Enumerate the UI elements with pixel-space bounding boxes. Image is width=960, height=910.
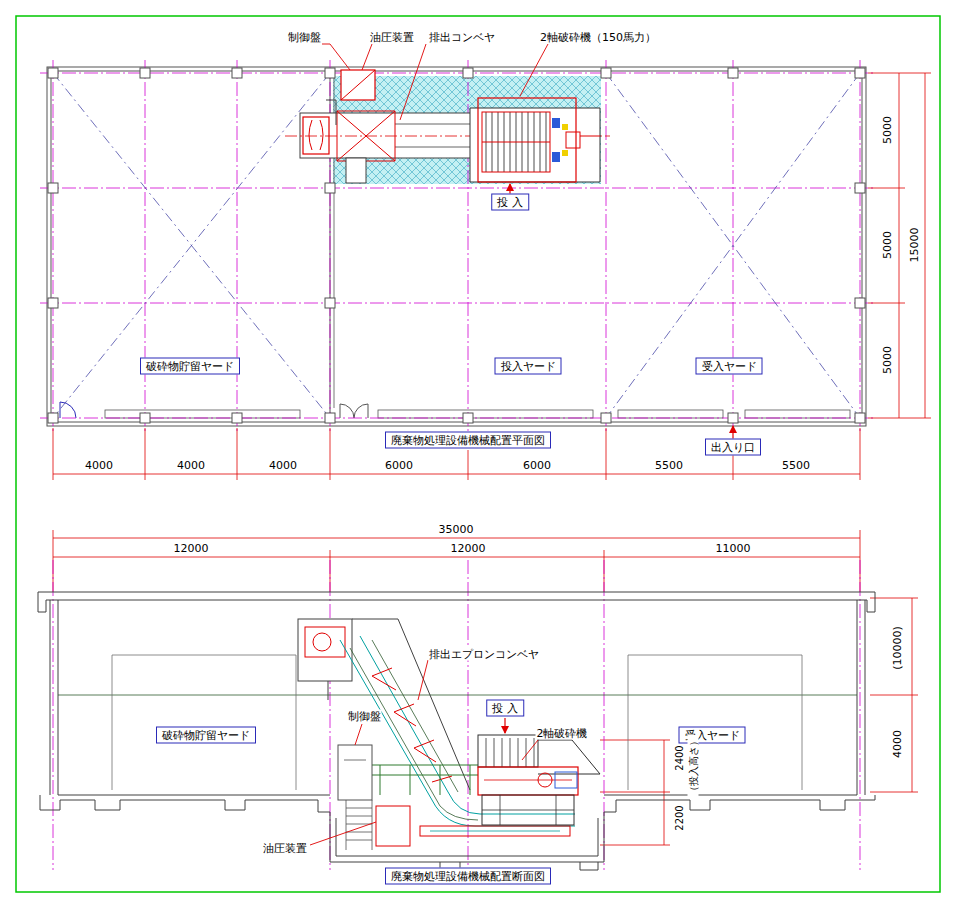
dimension: 6000: [522, 459, 552, 472]
plan-view: [40, 44, 931, 480]
yard-label: 破砕物貯留ヤード: [140, 358, 240, 375]
box-text: 受入ヤード: [702, 360, 757, 373]
dimension: 12000: [173, 542, 210, 555]
part-label: 油圧装置: [262, 842, 308, 855]
dimension: 2400: [674, 744, 685, 771]
box-text: 破砕物貯留ヤード: [162, 729, 250, 742]
dimension: 4000: [891, 729, 904, 759]
dimension: 35000: [438, 523, 475, 536]
dimension-note: （投入高さ）: [688, 735, 699, 797]
dimension: 5000: [881, 115, 894, 145]
section-view: [38, 530, 918, 870]
box-text: 廃棄物処理設備機械配置平面図: [391, 434, 545, 447]
part-label: 2軸破砕機（150馬力）: [539, 31, 657, 44]
part-label: 2軸破砕機: [536, 727, 589, 740]
box-text: 破砕物貯留ヤード: [146, 360, 234, 373]
part-label: 排出エプロンコンベヤ: [428, 648, 540, 661]
box-text: 投 入: [497, 196, 523, 209]
sheet-frame: [16, 16, 940, 892]
part-label: 制御盤: [347, 710, 382, 723]
box-text: 投 入: [492, 702, 518, 715]
dimension: 5000: [881, 230, 894, 260]
yard-label: 投入ヤード: [495, 358, 562, 375]
dimension: 4000: [268, 459, 298, 472]
part-label: 油圧装置: [369, 31, 415, 44]
dimension: 12000: [450, 542, 487, 555]
dimension: 5500: [654, 459, 684, 472]
box-text: 投入ヤード: [501, 360, 556, 373]
yard-label: 受入ヤード: [696, 358, 763, 375]
input-tag: 投 入: [491, 194, 529, 211]
dimension: 15000: [908, 227, 921, 264]
part-label: 制御盤: [287, 31, 322, 44]
entrance-label: 出入り口: [705, 439, 761, 456]
drawing-title: 廃棄物処理設備機械配置断面図: [385, 868, 551, 885]
dimension: (10000): [891, 625, 904, 671]
dimension: 4000: [84, 459, 114, 472]
box-text: 廃棄物処理設備機械配置断面図: [391, 870, 545, 883]
input-tag: 投 入: [486, 700, 524, 717]
drawing-title: 廃棄物処理設備機械配置平面図: [385, 432, 551, 449]
dimension: 11000: [715, 542, 752, 555]
yard-label: 破砕物貯留ヤード: [156, 727, 256, 744]
box-text: 出入り口: [711, 441, 755, 454]
dimension: 6000: [384, 459, 414, 472]
dimension: 2200: [674, 804, 685, 831]
dimension: 4000: [176, 459, 206, 472]
dimension: 5500: [781, 459, 811, 472]
dimension: 5000: [881, 345, 894, 375]
part-label: 排出コンベヤ: [428, 31, 496, 44]
